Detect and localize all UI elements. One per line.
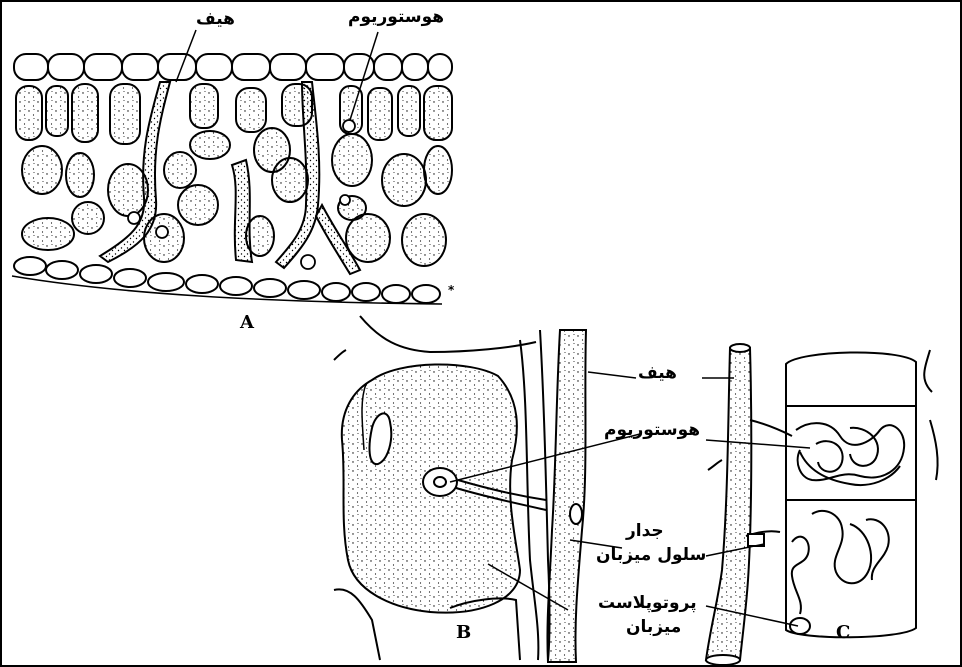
hypha-c: [706, 348, 751, 660]
haustorium-c-bottom: [790, 511, 889, 634]
panel-label-a: A: [240, 312, 254, 333]
panel-c-drawing: [702, 344, 938, 665]
panel-b-drawing: [334, 316, 640, 662]
label-wall-line1: جدار: [626, 522, 664, 542]
label-hypha-a: هیف: [196, 10, 235, 30]
label-protoplast-line2: میزبان: [626, 618, 681, 638]
label-haustorium-a: هوستوریوم: [348, 8, 444, 28]
lower-epidermis: [14, 257, 440, 303]
panel-label-b: B: [456, 622, 471, 643]
hypha-b: [547, 330, 586, 662]
panel-label-c: C: [836, 622, 850, 643]
label-wall-line2: سلول میزبان: [596, 546, 706, 566]
upper-epidermis: [14, 54, 452, 80]
label-haustorium-b: هوستوریوم: [604, 421, 700, 441]
palisade-cells: [16, 84, 452, 144]
label-protoplast-line1: پروتوپلاست: [598, 594, 697, 614]
label-hypha-b: هیف: [638, 364, 677, 384]
haustorium-c-top: [796, 423, 904, 485]
panel-a-mark: *: [448, 283, 455, 297]
panel-a-drawing: [12, 30, 452, 304]
